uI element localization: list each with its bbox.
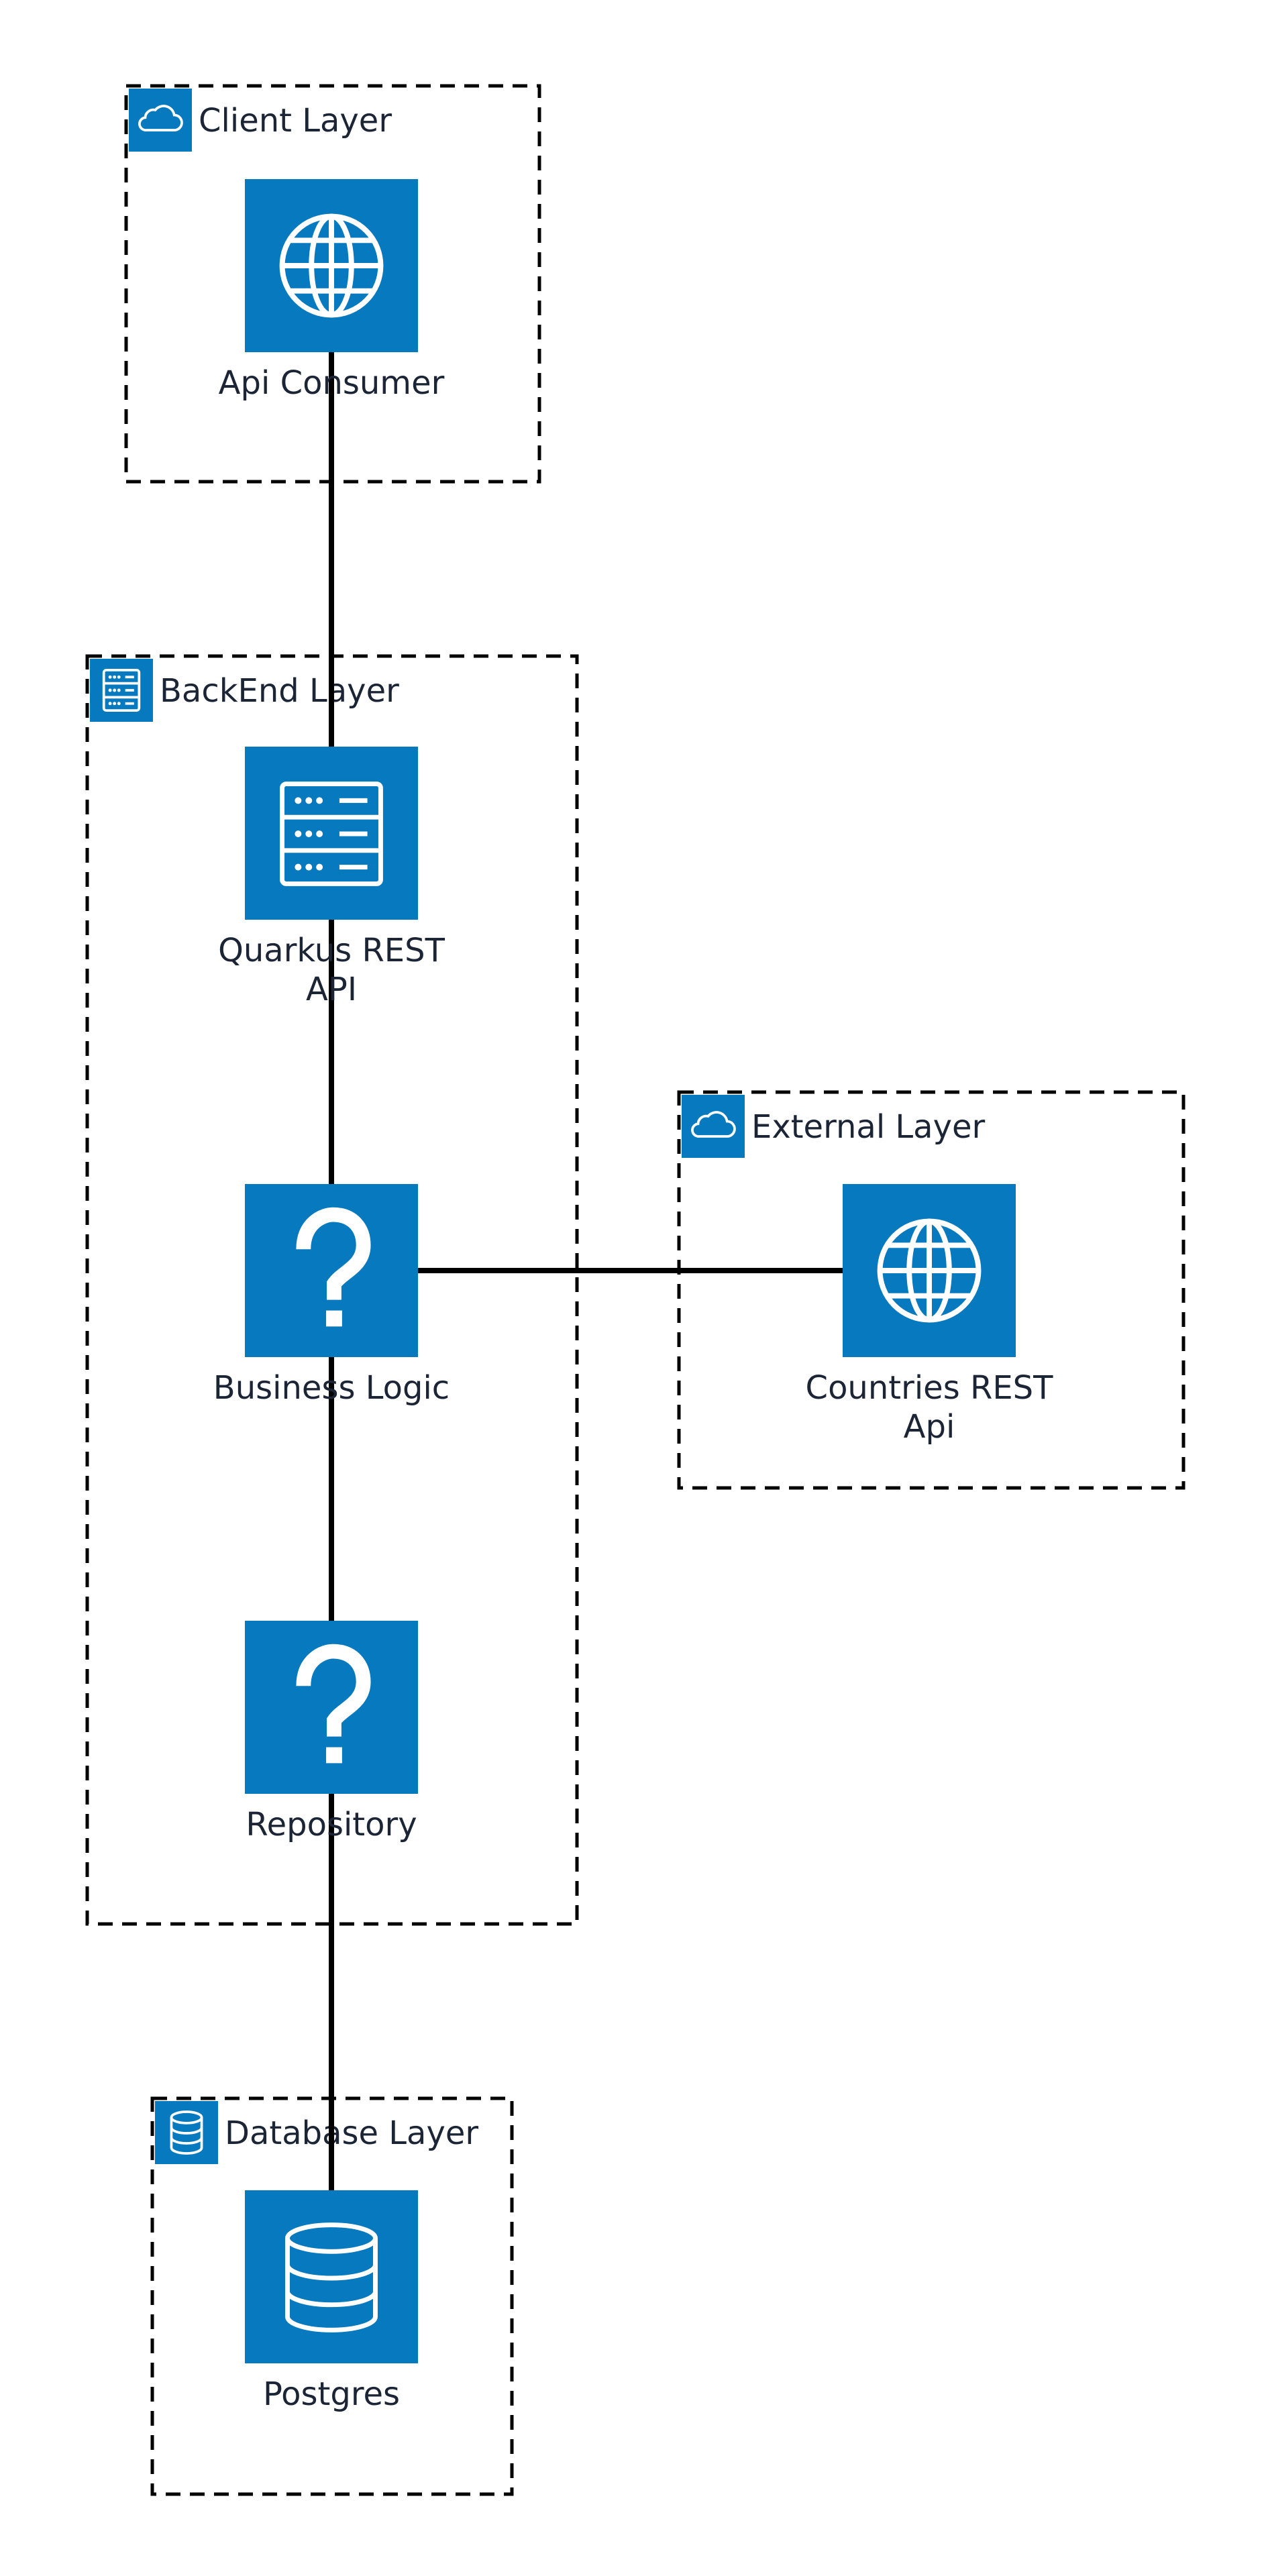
node-repository[interactable]: Repository xyxy=(245,1621,418,1843)
cloud-icon xyxy=(682,1095,745,1158)
node-label: Postgres xyxy=(263,2375,400,2413)
node-api_consumer[interactable]: Api Consumer xyxy=(219,179,445,402)
node-label: Countries REST xyxy=(806,1369,1054,1407)
group-label: Database Layer xyxy=(225,2114,478,2152)
node-label: Business Logic xyxy=(213,1369,450,1407)
group-external-border xyxy=(677,1090,1185,1490)
node-label: Api Consumer xyxy=(219,364,445,402)
group-external: External Layer xyxy=(677,1090,1185,1490)
group-label: BackEnd Layer xyxy=(160,672,399,710)
node-business[interactable]: Business Logic xyxy=(213,1184,450,1407)
node-label: Quarkus REST xyxy=(218,932,445,969)
cloud-icon xyxy=(129,89,192,152)
node-tile[interactable] xyxy=(245,747,418,920)
database-icon xyxy=(155,2101,218,2164)
group-label: External Layer xyxy=(751,1108,986,1146)
globe-icon xyxy=(880,1222,979,1320)
server-icon xyxy=(90,659,153,722)
globe-icon xyxy=(282,217,381,315)
node-label: API xyxy=(306,971,357,1008)
node-postgres[interactable]: Postgres xyxy=(245,2190,418,2413)
node-label: Api xyxy=(904,1408,955,1446)
node-label: Repository xyxy=(246,1806,417,1843)
group-label: Client Layer xyxy=(199,102,392,140)
